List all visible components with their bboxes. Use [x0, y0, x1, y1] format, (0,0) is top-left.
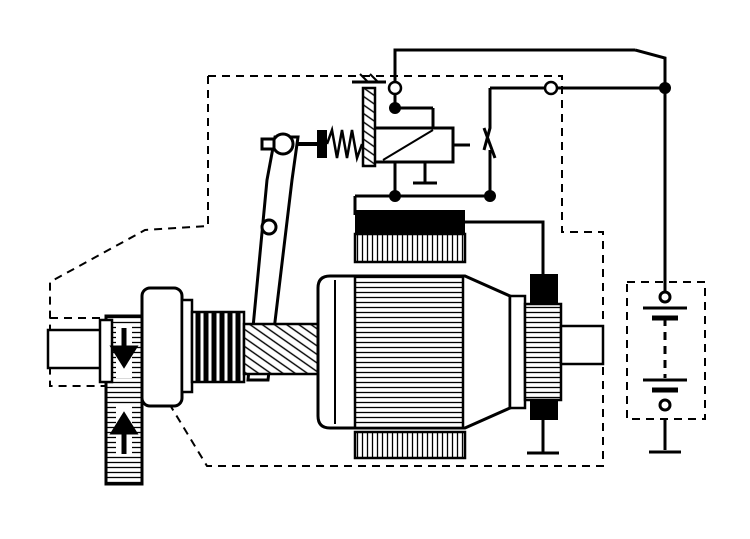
splined-shaft	[242, 322, 326, 376]
junctions	[387, 80, 671, 202]
arrow-up-icon	[109, 404, 139, 456]
meshing-spring	[190, 310, 246, 384]
armature	[316, 274, 512, 430]
commutator	[508, 294, 563, 410]
shaft-left	[46, 328, 110, 370]
arrow-down-icon	[109, 326, 139, 378]
shift-lever	[246, 132, 300, 382]
battery	[643, 282, 687, 412]
shaft-right	[559, 324, 605, 366]
field-winding	[353, 210, 467, 460]
ground-icon	[527, 450, 681, 455]
ignition-switch	[482, 127, 497, 159]
pinion-gear	[140, 286, 194, 408]
housing-outline	[49, 75, 604, 467]
solenoid	[352, 73, 470, 185]
brushes	[530, 274, 558, 420]
